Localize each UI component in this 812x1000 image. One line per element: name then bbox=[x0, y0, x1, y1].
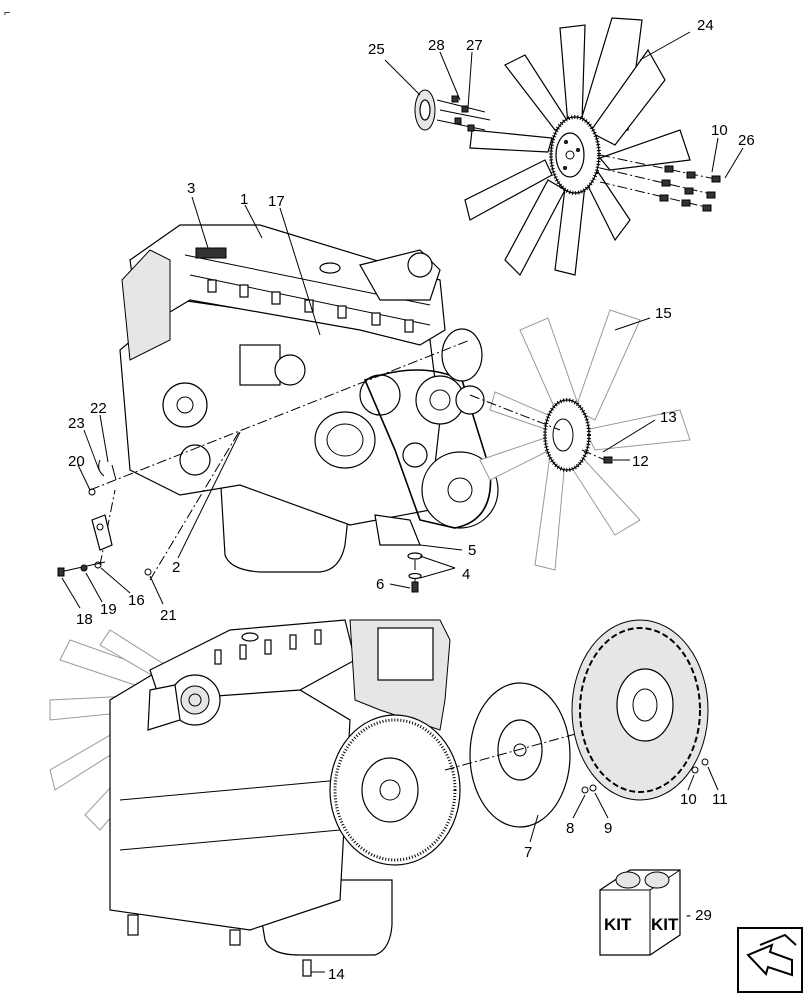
middle-fan-assembly bbox=[469, 309, 691, 571]
callout-20: 20 bbox=[68, 453, 85, 470]
callout-29: - 29 bbox=[686, 907, 712, 924]
kit-label-left: KIT bbox=[604, 915, 632, 934]
callout-6: 6 bbox=[376, 576, 384, 593]
callout-10-upper: 10 bbox=[711, 122, 728, 139]
callout-27: 27 bbox=[466, 37, 483, 54]
bracket bbox=[91, 514, 113, 551]
kit-label-right: KIT bbox=[651, 915, 679, 934]
front-pulley-left bbox=[162, 382, 208, 428]
flywheel bbox=[329, 714, 461, 866]
engine-centerline bbox=[89, 339, 471, 491]
upper-fan-assembly bbox=[414, 17, 721, 276]
callout-10-lower: 10 bbox=[680, 791, 697, 808]
callout-9: 9 bbox=[604, 820, 612, 837]
oil-filler-cap bbox=[319, 262, 341, 274]
lower-engine-assembly bbox=[49, 619, 461, 977]
leader-lines bbox=[61, 31, 744, 843]
clutch-disc bbox=[444, 682, 597, 828]
callout-26: 26 bbox=[738, 132, 755, 149]
spacer-bolts bbox=[436, 95, 491, 132]
callout-8: 8 bbox=[566, 820, 574, 837]
callout-4: 4 bbox=[462, 566, 470, 583]
callout-5: 5 bbox=[468, 542, 476, 559]
upper-fan-hub bbox=[555, 132, 585, 178]
fan-mount-bolts bbox=[599, 154, 721, 212]
decal bbox=[195, 247, 227, 259]
alternator bbox=[314, 411, 376, 469]
callout-19: 19 bbox=[100, 601, 117, 618]
callout-14: 14 bbox=[328, 966, 345, 983]
pressure-plate bbox=[571, 619, 709, 801]
callout-15: 15 bbox=[655, 305, 672, 322]
callout-16: 16 bbox=[128, 592, 145, 609]
callout-23: 23 bbox=[68, 415, 85, 432]
lower-engine-block bbox=[109, 669, 351, 931]
callout-21: 21 bbox=[160, 607, 177, 624]
mount-hardware bbox=[407, 552, 423, 593]
callout-labels: 1 2 3 4 5 6 7 8 9 10 10 11 12 13 14 15 1… bbox=[68, 17, 755, 983]
middle-fan-hub-ring bbox=[544, 399, 590, 471]
callout-24: 24 bbox=[697, 17, 714, 34]
gear-housing bbox=[121, 249, 171, 361]
engine-mount bbox=[374, 514, 421, 546]
callout-2: 2 bbox=[172, 559, 180, 576]
kit-icon: KIT KIT bbox=[599, 869, 681, 956]
ecu bbox=[377, 627, 434, 681]
valve-cover-bolts bbox=[207, 279, 414, 333]
callout-11: 11 bbox=[712, 791, 728, 808]
bracket-hardware bbox=[57, 459, 152, 577]
lower-head-bosses bbox=[214, 629, 322, 665]
callout-3: 3 bbox=[187, 180, 195, 197]
callout-28: 28 bbox=[428, 37, 445, 54]
callout-1: 1 bbox=[240, 191, 248, 208]
callout-12: 12 bbox=[632, 453, 649, 470]
callout-25: 25 bbox=[368, 41, 385, 58]
callout-22: 22 bbox=[90, 400, 107, 417]
callout-13: 13 bbox=[660, 409, 677, 426]
upper-engine-assembly bbox=[89, 224, 499, 581]
turbocharger bbox=[147, 674, 221, 731]
callout-18: 18 bbox=[76, 611, 93, 628]
callout-17: 17 bbox=[268, 193, 285, 210]
belt-drive bbox=[359, 369, 499, 529]
return-arrow-icon[interactable] bbox=[737, 927, 803, 993]
callout-7: 7 bbox=[524, 844, 532, 861]
drain-plug bbox=[302, 959, 312, 977]
crank-pulley bbox=[421, 451, 499, 529]
corner-mark: ⌐ bbox=[4, 7, 10, 19]
